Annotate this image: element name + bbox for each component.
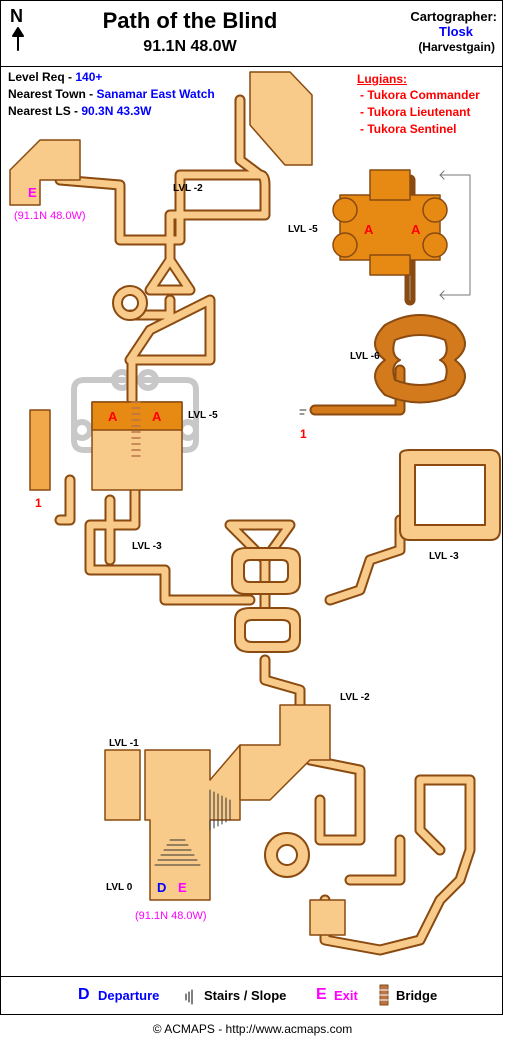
dungeon-map (9, 27, 501, 1006)
portal-marker: 1 (300, 427, 307, 441)
ghost-rooms-level-5 (71, 369, 199, 453)
exit-coordinates: (91.1N 48.0W) (135, 910, 207, 922)
lugian-item: - Tukora Sentinel (360, 122, 457, 136)
nearest-lifestone: Nearest LS - 90.3N 43.3W (8, 104, 152, 118)
loop-rings (112, 285, 501, 878)
exit-icon: E (316, 986, 327, 1003)
legend-icons (185, 984, 389, 1006)
altar-marker: A (108, 409, 118, 424)
cartographer-name: Tlosk (439, 24, 473, 39)
exit-marker: E (28, 185, 37, 200)
room-altar-upper (91, 401, 183, 431)
lugian-item: - Tukora Commander (360, 88, 480, 102)
room-exit-top (9, 139, 81, 206)
level-label: LVL -6 (350, 351, 380, 362)
level-req: Level Req - 140+ (8, 70, 103, 84)
stairs (154, 409, 307, 866)
footer-credit: © ACMAPS - http://www.acmaps.com (152, 1022, 353, 1036)
legend-exit: Exit (334, 988, 358, 1003)
level-label: LVL -2 (340, 692, 370, 703)
departure-marker: D (157, 880, 167, 895)
bridge-icon (379, 984, 389, 1006)
departure-icon: D (78, 986, 90, 1003)
legend-stairs: Stairs / Slope (204, 988, 287, 1003)
cartographer-guild: (Harvestgain) (418, 40, 495, 54)
lugians-heading: Lugians: (357, 72, 407, 86)
altar-hall-level-5 (332, 169, 448, 276)
exit-coordinates: (91.1N 48.0W) (14, 210, 86, 222)
level-link-arrow (439, 170, 471, 300)
level-label: LVL -3 (429, 551, 459, 562)
bridge (131, 401, 141, 457)
level-label: LVL -5 (288, 224, 318, 235)
legend-divider (0, 976, 503, 977)
room-level-0-1 (144, 744, 241, 901)
level-label: LVL -1 (109, 738, 139, 749)
nearest-town: Nearest Town - Sanamar East Watch (8, 87, 215, 101)
legend-bridge: Bridge (396, 988, 438, 1003)
cartographer-heading: Cartographer: (410, 9, 497, 24)
room-top-right (249, 71, 313, 166)
altar-marker: A (411, 222, 421, 237)
ring-level-6 (374, 314, 466, 404)
header-divider (0, 66, 503, 67)
level-label: LVL 0 (106, 882, 133, 893)
room-west-ramp (29, 409, 51, 491)
exit-marker: E (178, 880, 187, 895)
stairs-icon (185, 989, 193, 1005)
map-frame (0, 0, 503, 1015)
north-arrow-icon (12, 27, 24, 51)
legend-departure: Departure (98, 988, 160, 1003)
dungeon-coordinates: 91.1N 48.0W (143, 38, 237, 55)
altar-marker: A (152, 409, 162, 424)
portal-marker: 1 (35, 496, 42, 510)
level-label: LVL -2 (173, 183, 203, 194)
altar-marker: A (364, 222, 374, 237)
level-label: LVL -3 (132, 541, 162, 552)
room-level-2 (239, 704, 331, 801)
rooms (9, 71, 346, 936)
level-label: LVL -5 (188, 410, 218, 421)
lugian-item: - Tukora Lieutenant (360, 105, 471, 119)
page-title: Path of the Blind (102, 8, 278, 33)
north-label: N (10, 6, 23, 26)
